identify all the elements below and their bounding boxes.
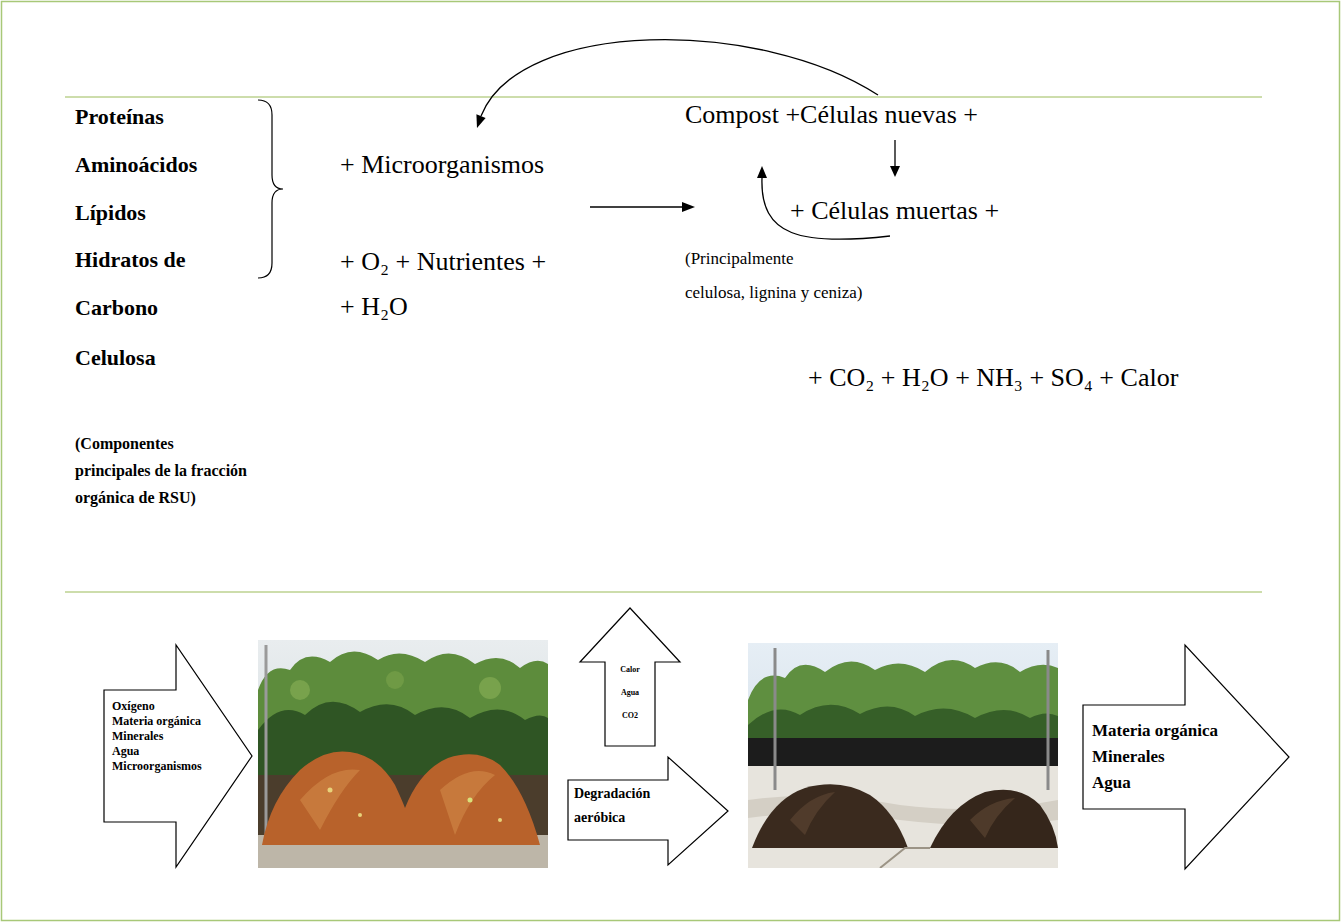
photo-mature-compost	[790, 792, 835, 835]
text-line: Agua	[605, 681, 655, 704]
text-line: + Microorganismos	[340, 149, 544, 180]
product-label: Compost +Células nuevas +	[685, 99, 978, 130]
photo-fresh-piles	[479, 677, 501, 699]
arrow-outline	[578, 606, 682, 748]
photo-fresh-piles	[498, 818, 502, 822]
reactant-label: + O₂ + Nutrientes +	[340, 246, 546, 277]
curly-brace	[258, 100, 283, 278]
arrow-head	[757, 166, 767, 178]
photo-mature-compost	[748, 643, 1058, 868]
text-line: Minerales	[112, 729, 202, 744]
photo-fresh-piles	[258, 640, 548, 868]
product-label: + CO₂ + H₂O + NH₃ + SO₄ + Calor	[808, 362, 1178, 393]
release-arrow: Calor Agua CO2	[578, 606, 682, 748]
text-line: Microorganismos	[112, 759, 202, 774]
photo-mature-compost	[774, 648, 777, 790]
reactant-label: + Microorganismos	[340, 149, 544, 180]
note-text: (Principalmente celulosa, lignina y ceni…	[685, 242, 862, 310]
text-line: CO2	[605, 704, 655, 727]
text-line: Carbono	[75, 284, 186, 332]
text-line: principales de la fracción	[75, 457, 247, 484]
photo-fresh-piles	[440, 771, 495, 835]
photo-fresh-piles	[358, 813, 362, 817]
component-label: Lípidos	[75, 200, 146, 226]
photo-mature-compost	[880, 848, 930, 868]
arrow-head	[682, 202, 695, 212]
arrow-text: Materia orgánica Minerales Agua	[1092, 718, 1218, 796]
text-line: Compost +Células nuevas +	[685, 99, 978, 130]
text-line: (Principalmente	[685, 242, 862, 276]
arrow-head	[890, 166, 900, 177]
text-line: Agua	[112, 744, 202, 759]
arrow-head	[476, 114, 485, 128]
text-line: Calor	[605, 658, 655, 681]
text-line: + Células muertas +	[790, 195, 999, 226]
photo-fresh-piles	[290, 680, 310, 700]
photo-fresh-piles	[328, 788, 333, 793]
photo-mature-compost	[1047, 650, 1050, 790]
text-line: Celulosa	[75, 345, 156, 371]
arrow-text: Oxígeno Materia orgánica Minerales Agua …	[112, 699, 202, 774]
component-label: Aminoácidos	[75, 152, 197, 178]
arrow-shape	[568, 757, 728, 865]
text-line: (Componentes	[75, 430, 247, 457]
text-line: Lípidos	[75, 200, 146, 226]
text-line: Materia orgánica	[112, 714, 202, 729]
text-line: orgánica de RSU)	[75, 484, 247, 511]
photo-fresh-piles	[265, 645, 268, 835]
photo-mature-compost	[752, 784, 908, 848]
text-line: + CO₂ + H₂O + NH₃ + SO₄ + Calor	[808, 362, 1178, 393]
text-line: Aminoácidos	[75, 152, 197, 178]
text-line: Hidratos de	[75, 236, 186, 284]
text-line: Proteínas	[75, 104, 164, 130]
product-label: + Células muertas +	[790, 195, 999, 226]
output-arrow: Materia orgánica Minerales Agua	[1081, 643, 1293, 871]
reaction-arrow	[590, 206, 684, 207]
reactant-label: + H₂O	[340, 291, 408, 322]
note-text: (Componentes principales de la fracción …	[75, 430, 247, 511]
text-line: aeróbica	[574, 806, 650, 830]
text-line: Degradación	[574, 782, 650, 806]
photo-mature-compost	[748, 766, 1058, 868]
text-line: Materia orgánica	[1092, 718, 1218, 744]
separator-line	[65, 97, 1262, 98]
down-arrow	[894, 140, 895, 168]
photo-fresh-piles	[300, 769, 360, 830]
photo-fresh-piles	[468, 798, 473, 803]
photo-fresh-piles	[258, 640, 548, 868]
arrow-text: Degradación aeróbica	[574, 782, 650, 830]
text-line: + H₂O	[340, 291, 408, 322]
photo-fresh-piles	[262, 751, 540, 845]
arrow-text: Calor Agua CO2	[605, 658, 655, 727]
text-line: Minerales	[1092, 744, 1218, 770]
photo-fresh-piles	[386, 671, 404, 689]
arrow-shape	[580, 608, 680, 746]
photo-mature-compost	[930, 790, 1058, 848]
component-label: Hidratos de Carbono	[75, 236, 186, 332]
text-line: celulosa, lignina y ceniza)	[685, 276, 862, 310]
photo-mature-compost	[748, 643, 1058, 868]
input-arrow: Oxígeno Materia orgánica Minerales Agua …	[100, 643, 256, 869]
component-label: Proteínas	[75, 104, 164, 130]
arrow-shape	[1083, 645, 1289, 869]
separator-line	[65, 592, 1262, 593]
text-line: Oxígeno	[112, 699, 202, 714]
process-arrow: Degradación aeróbica	[566, 755, 732, 867]
text-line: + O₂ + Nutrientes +	[340, 246, 546, 277]
photo-mature-compost	[748, 738, 1058, 768]
photo-mature-compost	[970, 798, 1015, 838]
arrow-shape	[104, 645, 252, 867]
component-label: Celulosa	[75, 345, 156, 371]
text-line: Agua	[1092, 770, 1218, 796]
